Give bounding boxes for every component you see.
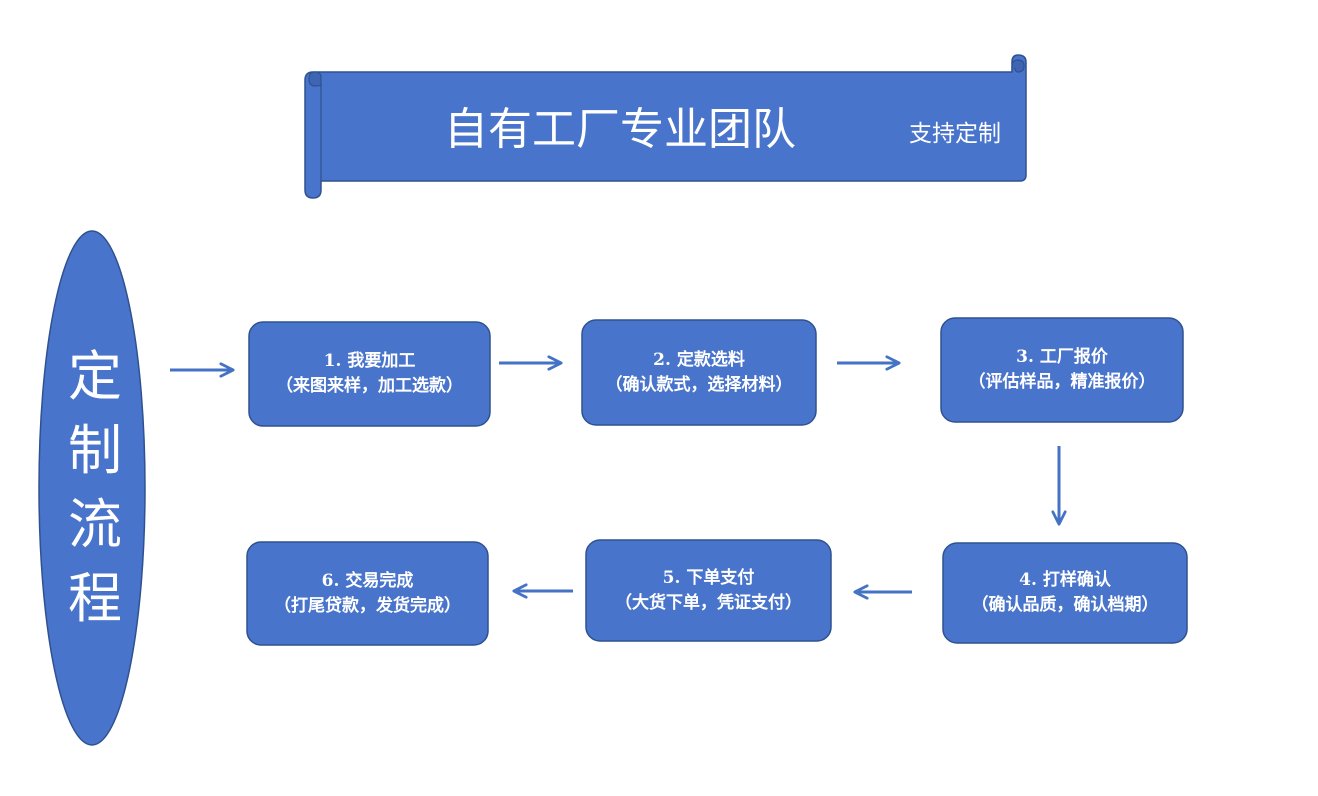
scroll-banner (304, 54, 1027, 199)
step-4-detail: （确认品质，确认档期） (971, 595, 1159, 615)
process-label-char-2: 制 (68, 419, 122, 482)
step-5-title: 5. 下单支付 (662, 567, 755, 588)
step-1-detail: （来图来样，加工选款） (276, 376, 463, 396)
scroll-banner-left-curl (308, 71, 322, 87)
step-4-title: 4. 打样确认 (1019, 570, 1111, 590)
step-2-detail: （确认款式，选择材料） (605, 374, 793, 395)
step-5: 5. 下单支付 （大货下单，凭证支付） (586, 540, 831, 641)
scroll-banner-body (304, 54, 1027, 199)
process-label-char-3: 流 (68, 493, 122, 556)
process-ellipse (38, 230, 146, 746)
step-2-box (581, 319, 817, 426)
step-6: 6. 交易完成 （打尾贷款，发货完成） (247, 542, 488, 645)
step-5-detail: （大货下单，凭证支付） (615, 592, 802, 613)
step-2: 2. 定款选料 （确认款式，选择材料） (582, 320, 816, 425)
step-3-box (940, 317, 1184, 423)
step-1-title: 1. 我要加工 (323, 351, 416, 371)
step-6-title: 6. 交易完成 (321, 570, 414, 591)
step-4-box (942, 542, 1188, 644)
step-3-title: 3. 工厂报价 (1016, 347, 1108, 367)
step-3: 3. 工厂报价 （评估样品，精准报价） (941, 318, 1183, 422)
step-1: 1. 我要加工 （来图来样，加工选款） (249, 322, 490, 426)
process-label-char-1: 定 (68, 345, 122, 408)
step-6-detail: （打尾贷款，发货完成） (274, 595, 461, 616)
banner-title: 自有工厂专业团队 (444, 104, 796, 155)
step-4: 4. 打样确认 （确认品质，确认档期） (943, 543, 1187, 643)
step-3-detail: （评估样品，精准报价） (968, 372, 1156, 392)
process-label-char-4: 程 (68, 567, 122, 630)
step-6-box (246, 541, 489, 646)
step-5-box (585, 539, 832, 642)
banner-subtitle: 支持定制 (909, 121, 1001, 147)
scroll-banner-right-curl (1011, 59, 1025, 73)
step-2-title: 2. 定款选料 (653, 349, 745, 370)
step-1-box (248, 321, 491, 427)
